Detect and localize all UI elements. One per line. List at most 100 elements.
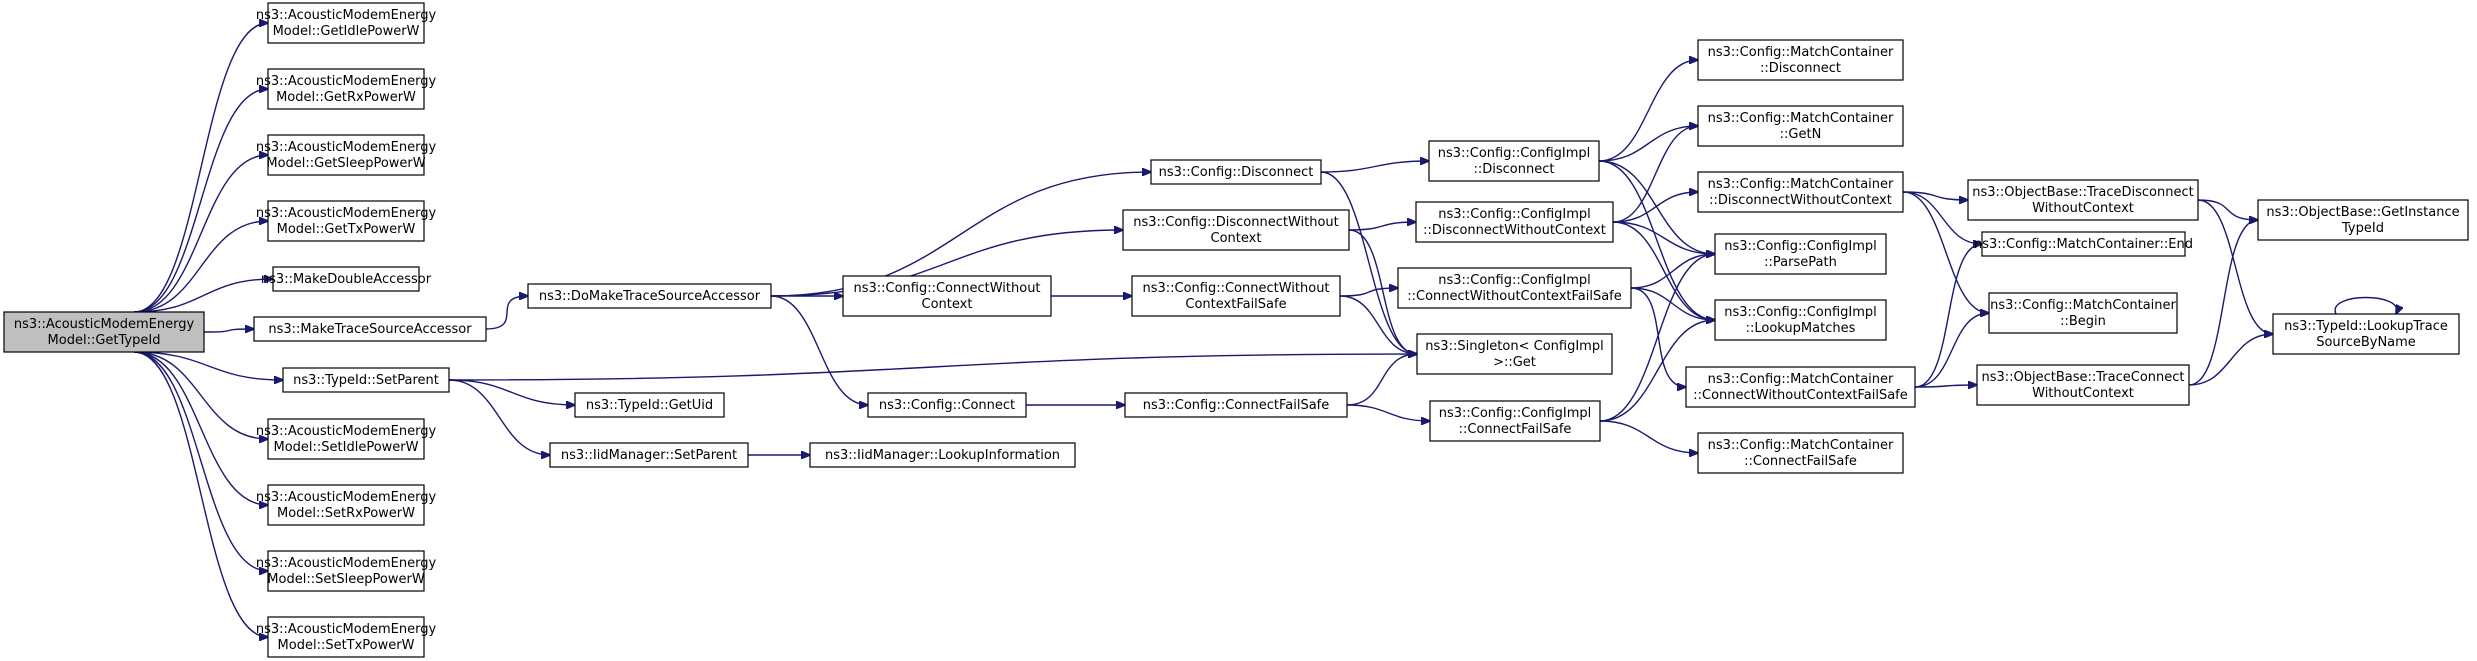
graph-node-cfgDisconnect[interactable]: ns3::Config::Disconnect (1150, 159, 1322, 185)
edge-implDisconnect-to-mcGetN (1598, 126, 1698, 162)
node-label: Model::SetSleepPowerW (267, 572, 425, 587)
graph-node-getTx[interactable]: ns3::AcousticModemEnergyModel::GetTxPowe… (256, 200, 437, 242)
graph-node-obTraceDisconnectWC[interactable]: ns3::ObjectBase::TraceDisconnectWithoutC… (1967, 179, 2199, 221)
node-label: ns3::Config::Disconnect (1159, 165, 1314, 180)
node-box (1397, 267, 1632, 309)
graph-node-obTraceConnectWC[interactable]: ns3::ObjectBase::TraceConnectWithoutCont… (1976, 364, 2190, 406)
graph-node-getSleep[interactable]: ns3::AcousticModemEnergyModel::GetSleepP… (256, 134, 437, 176)
graph-node-implParsePath[interactable]: ns3::Config::ConfigImpl::ParsePath (1714, 233, 1887, 275)
graph-node-setSleep[interactable]: ns3::AcousticModemEnergyModel::SetSleepP… (256, 550, 437, 592)
graph-node-cfgConnectWCFS[interactable]: ns3::Config::ConnectWithoutContextFailSa… (1131, 275, 1341, 317)
graph-node-mcConnectWCFS[interactable]: ns3::Config::MatchContainer::ConnectWith… (1685, 366, 1916, 408)
graph-node-getRx[interactable]: ns3::AcousticModemEnergyModel::GetRxPowe… (256, 68, 437, 110)
edge-mcDisconnectWC-to-mcEnd (1902, 191, 1982, 244)
node-layer: ns3::AcousticModemEnergyModel::GetTypeId… (3, 2, 2469, 658)
edge-cfgConnectWCFS-to-singleton (1339, 295, 1417, 354)
node-label: ns3::Config::DisconnectWithout (1133, 215, 1339, 230)
edge-root-to-getIdle (133, 23, 268, 313)
edge-mcDisconnectWC-to-mcBegin (1902, 191, 1989, 313)
graph-node-implConnectFS[interactable]: ns3::Config::ConfigImpl::ConnectFailSafe (1429, 400, 1601, 442)
graph-node-iidLookup[interactable]: ns3::IidManager::LookupInformation (809, 442, 1076, 468)
graph-node-implLookupMatches[interactable]: ns3::Config::ConfigImpl::LookupMatches (1714, 299, 1887, 341)
edge-obTraceConnectWC-to-typeIdLookupTrace (2188, 334, 2273, 386)
edge-doMake-to-cfgConnect (770, 295, 868, 405)
graph-node-mcConnectFS[interactable]: ns3::Config::MatchContainer::ConnectFail… (1697, 432, 1904, 474)
edge-root-to-getTx (133, 221, 268, 313)
edge-cfgConnectFS-to-singleton (1346, 354, 1417, 406)
graph-node-singleton[interactable]: ns3::Singleton< ConfigImpl>::Get (1416, 333, 1613, 375)
graph-node-implConnectWCFS[interactable]: ns3::Config::ConfigImpl::ConnectWithoutC… (1397, 267, 1632, 309)
graph-node-mcEnd[interactable]: ns3::Config::MatchContainer::End (1974, 231, 2193, 257)
node-label: WithoutContext (2032, 386, 2134, 401)
node-label: ContextFailSafe (1185, 297, 1286, 312)
graph-node-mcDisconnect[interactable]: ns3::Config::MatchContainer::Disconnect (1697, 39, 1904, 81)
graph-node-setTx[interactable]: ns3::AcousticModemEnergyModel::SetTxPowe… (256, 616, 437, 658)
node-box (1124, 392, 1348, 418)
node-box (1967, 179, 2199, 221)
node-box (842, 275, 1052, 317)
graph-node-getUid[interactable]: ns3::TypeId::GetUid (574, 392, 725, 418)
node-box (574, 392, 725, 418)
node-label: ns3::Config::ConfigImpl (1438, 146, 1591, 161)
node-box (267, 484, 425, 526)
graph-node-setRx[interactable]: ns3::AcousticModemEnergyModel::SetRxPowe… (256, 484, 437, 526)
edge-makeTrace-to-doMake (485, 296, 528, 330)
node-box (1697, 171, 1904, 213)
node-label: Model::SetIdlePowerW (274, 440, 419, 455)
edge-implDisconnect-to-implLookupMatches (1598, 160, 1715, 320)
graph-node-cfgDisconnectWC[interactable]: ns3::Config::DisconnectWithoutContext (1122, 209, 1350, 251)
node-box (3, 311, 205, 353)
graph-node-cfgConnectWC[interactable]: ns3::Config::ConnectWithoutContext (842, 275, 1052, 317)
node-box (1131, 275, 1341, 317)
graph-node-getIdle[interactable]: ns3::AcousticModemEnergyModel::GetIdlePo… (256, 2, 437, 44)
graph-node-makeDouble[interactable]: ns3::MakeDoubleAccessor (261, 266, 432, 292)
node-box (1714, 233, 1887, 275)
node-label: ns3::Config::ConfigImpl (1724, 239, 1877, 254)
node-box (1150, 159, 1322, 185)
graph-node-mcBegin[interactable]: ns3::Config::MatchContainer::Begin (1988, 292, 2178, 334)
node-label: ::Begin (2060, 314, 2106, 329)
node-label: Model::GetIdlePowerW (273, 24, 420, 39)
edge-implDisconnectWC-to-mcGetN (1612, 126, 1698, 223)
node-label: ns3::AcousticModemEnergy (256, 556, 437, 571)
node-box (1415, 201, 1614, 243)
graph-node-mcDisconnectWC[interactable]: ns3::Config::MatchContainer::DisconnectW… (1697, 171, 1904, 213)
node-box (1976, 364, 2190, 406)
graph-node-setParent[interactable]: ns3::TypeId::SetParent (282, 367, 450, 393)
graph-node-setIdle[interactable]: ns3::AcousticModemEnergyModel::SetIdlePo… (256, 418, 437, 460)
edge-implDisconnectWC-to-implLookupMatches (1612, 221, 1715, 320)
node-label: ns3::TypeId::GetUid (586, 398, 713, 413)
node-label: ::Disconnect (1760, 61, 1841, 76)
graph-node-makeTrace[interactable]: ns3::MakeTraceSourceAccessor (253, 316, 487, 342)
graph-node-doMake[interactable]: ns3::DoMakeTraceSourceAccessor (527, 283, 772, 309)
graph-node-iidSetParent[interactable]: ns3::IidManager::SetParent (549, 442, 749, 468)
node-box (267, 616, 425, 658)
node-box (253, 316, 487, 342)
node-label: ns3::AcousticModemEnergy (256, 140, 437, 155)
edge-root-to-getRx (133, 89, 268, 313)
node-box (1697, 432, 1904, 474)
edge-setParent-to-getUid (448, 379, 575, 405)
node-label: ::LookupMatches (1746, 321, 1856, 336)
graph-node-implDisconnectWC[interactable]: ns3::Config::ConfigImpl::DisconnectWitho… (1415, 201, 1614, 243)
graph-node-mcGetN[interactable]: ns3::Config::MatchContainer::GetN (1697, 105, 1904, 147)
node-label: ns3::Config::ConfigImpl (1438, 207, 1591, 222)
node-label: ns3::Config::MatchContainer (1708, 111, 1894, 126)
node-box (267, 550, 425, 592)
node-label: ns3::IidManager::LookupInformation (825, 448, 1060, 463)
node-box (527, 283, 772, 309)
node-label: Context (922, 297, 973, 312)
graph-node-implDisconnect[interactable]: ns3::Config::ConfigImpl::Disconnect (1428, 140, 1600, 182)
edge-implConnectWCFS-to-mcConnectWCFS (1630, 287, 1686, 387)
node-box (267, 200, 425, 242)
edge-root-to-setSleep (133, 351, 268, 571)
node-label: ::ConnectWithoutContextFailSafe (1693, 388, 1908, 403)
graph-node-cfgConnect[interactable]: ns3::Config::Connect (867, 392, 1027, 418)
graph-node-cfgConnectFS[interactable]: ns3::Config::ConnectFailSafe (1124, 392, 1348, 418)
edge-implConnectFS-to-implLookupMatches (1599, 320, 1715, 422)
node-label: ns3::MakeTraceSourceAccessor (268, 322, 472, 337)
edge-root-to-setTx (133, 351, 268, 637)
